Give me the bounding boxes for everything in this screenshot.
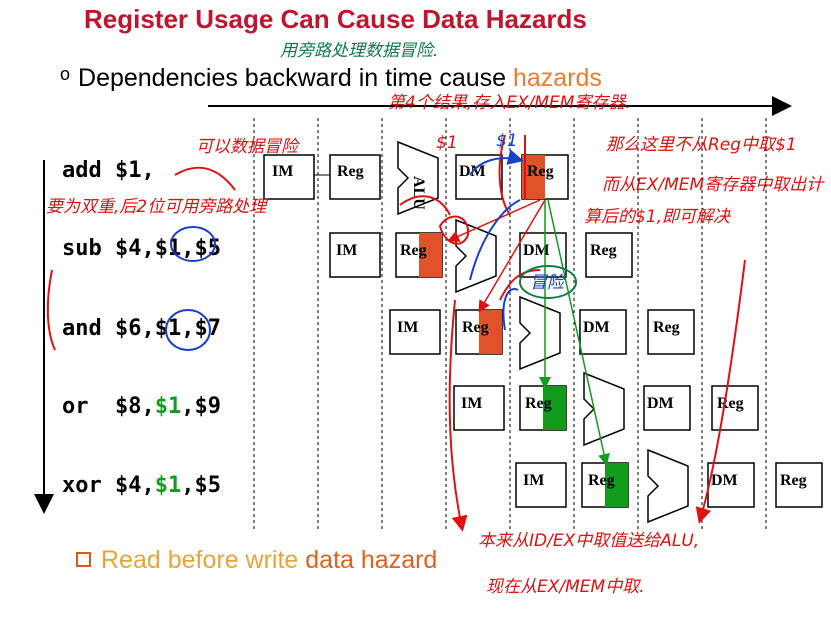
pipeline-row-or: IM Reg DM Reg [453, 371, 759, 447]
bullet2-highlight: data hazard [305, 546, 438, 574]
instr-green-reg: $1 [154, 473, 182, 498]
stage-reg-label: Reg [780, 472, 807, 489]
instr-args: $1, [115, 158, 155, 183]
stage-im-label: IM [523, 472, 544, 489]
annotation-right-note2: 而从EX/MEM寄存器中取出计 [602, 175, 825, 195]
instr-tail: ,$9 [181, 394, 221, 419]
stage-reg-label: Reg [337, 163, 364, 180]
pipeline-row-add: IM Reg ALU DM Reg [263, 140, 569, 216]
annotation-right-note1: 那么这里不从Reg中取$1 [606, 135, 797, 155]
pipeline-row-sub: IM Reg DM Reg [329, 218, 633, 294]
annotation-arrow-top: 第4个结果,存入EX/MEM寄存器. [388, 93, 631, 113]
bullet1-highlight: hazards [512, 64, 602, 92]
annotation-left-note2: 要为双重,后2位可用旁路处理 [46, 197, 268, 217]
forward-lines-green [539, 199, 610, 466]
handwritten-strokes [46, 134, 746, 532]
stage-dm-label: DM [647, 395, 674, 412]
annotation-bubble: 冒险 [530, 273, 566, 293]
stage-im-label: IM [461, 395, 482, 412]
stage-im-label: IM [272, 163, 293, 180]
annotation-bottom1: 本来从ID/EX中取值送给ALU, [478, 531, 699, 551]
instr-args: $4, [115, 473, 155, 498]
stage-reg-label: Reg [525, 395, 552, 412]
bullet-read-before-write: Read before write data hazard [76, 546, 437, 575]
bullet1-text: Dependencies backward in time cause [78, 64, 513, 92]
annotation-left-note: 可以数据冒险 [196, 137, 300, 157]
stage-dm-label: DM [711, 472, 738, 489]
bullet-dot: o [60, 64, 71, 84]
stage-im-label: IM [336, 242, 357, 259]
stage-reg-label: Reg [527, 163, 554, 180]
instr-op: sub [62, 236, 102, 261]
stage-dm-label: DM [523, 242, 550, 259]
instr-op: xor [62, 473, 102, 498]
instr-or: or $8,$1,$9 [62, 394, 221, 419]
bullet-dependencies: o Dependencies backward in time cause haz… [60, 64, 602, 93]
stage-alu-label: ALU [410, 176, 427, 210]
instr-green-reg: $1 [154, 394, 182, 419]
handwritten-strokes-blue [165, 149, 524, 351]
bullet2-text: Read before write [101, 546, 306, 574]
instr-sub: sub $4,$1,$5 [62, 236, 221, 261]
stage-reg-label: Reg [400, 242, 427, 259]
instr-op: and [62, 316, 102, 341]
pipeline-row-xor: IM Reg DM Reg [515, 448, 823, 524]
stage-reg-label: Reg [717, 395, 744, 412]
stage-reg-label: Reg [588, 472, 615, 489]
stage-dm-label: DM [583, 319, 610, 336]
clock-lines [253, 118, 767, 530]
bubble-circle [519, 265, 577, 299]
pipeline-row-and: IM Reg DM Reg [389, 295, 695, 371]
annotation-top: 用旁路处理数据冒险. [280, 41, 438, 61]
instr-xor: xor $4,$1,$5 [62, 473, 221, 498]
stage-reg-label: Reg [462, 319, 489, 336]
bullet-box [76, 552, 91, 567]
page-title: Register Usage Can Cause Data Hazards [84, 4, 587, 34]
instr-op: or [62, 394, 89, 419]
annotation-right-note3: 算后的$1,即可解决 [584, 207, 731, 227]
instr-tail: ,$5 [181, 473, 221, 498]
stage-reg-label: Reg [590, 242, 617, 259]
annotation-dollar1-b: $1 [496, 131, 518, 151]
instr-args: $8, [115, 394, 155, 419]
hazard-lines [447, 199, 546, 313]
stage-im-label: IM [397, 319, 418, 336]
instr-args: $4,$1,$5 [115, 236, 221, 261]
annotation-dollar1-a: $1 [436, 133, 458, 153]
instr-add: add $1, [62, 158, 155, 183]
annotation-bottom2: 现在从EX/MEM中取. [486, 577, 645, 597]
instr-op: add [62, 158, 102, 183]
stage-reg-label: Reg [653, 319, 680, 336]
